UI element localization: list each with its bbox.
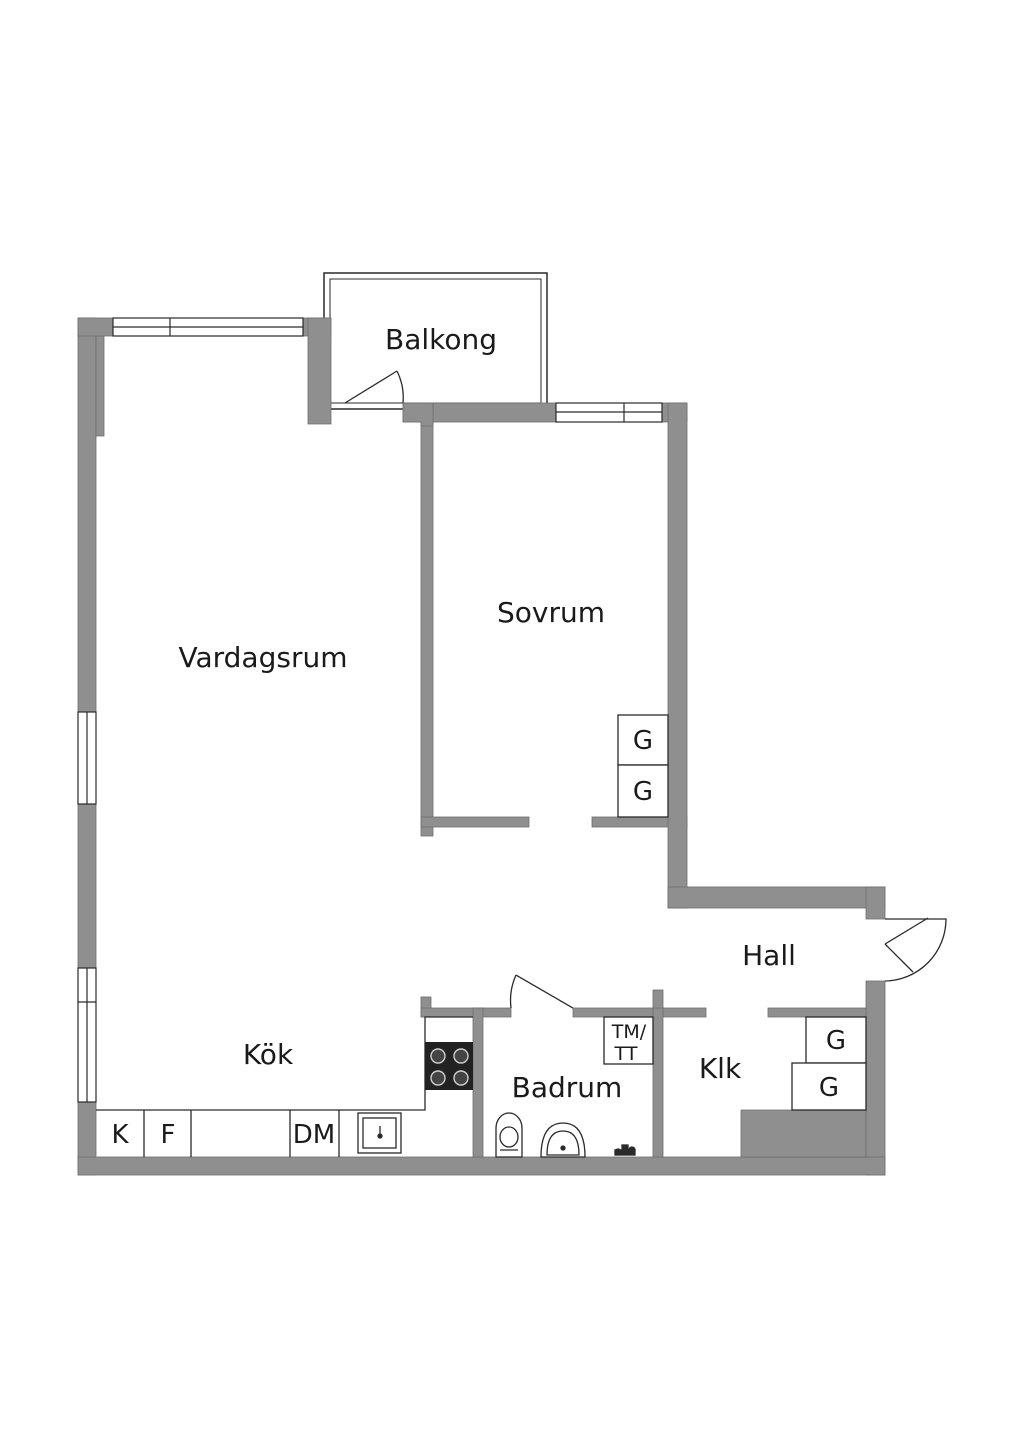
- windows: [77, 317, 663, 1103]
- wall-bath-right: [652, 1007, 664, 1158]
- doors: [344, 370, 947, 1009]
- window-bedroom-top: [555, 402, 663, 423]
- label-klk: Klk: [699, 1052, 742, 1085]
- washer-dryer: [603, 1016, 654, 1065]
- room-labels: Balkong Vardagsrum Sovrum Hall Kök Badru…: [179, 323, 796, 1104]
- wall-hall-right-upper: [865, 886, 886, 920]
- wardrobe-hall-2: [791, 1062, 867, 1111]
- window-kitchen-left: [77, 967, 97, 1103]
- door-balcony: [344, 370, 404, 404]
- label-washer: TM/: [611, 1021, 647, 1043]
- shower-faucet-icon: [614, 1144, 636, 1156]
- label-badrum: Badrum: [512, 1071, 623, 1104]
- balcony: [323, 272, 548, 410]
- wall-bath-top-left-run: [420, 1007, 512, 1018]
- wall-closet-block: [740, 1109, 867, 1158]
- bathroom-fixtures: [495, 1112, 636, 1158]
- toilet-icon: [495, 1112, 523, 1158]
- kitchen-sink: [357, 1112, 402, 1154]
- wall-left-pier: [95, 335, 105, 437]
- door-bathroom: [509, 974, 574, 1009]
- wall-bottom-exterior: [77, 1156, 886, 1176]
- wall-bath-top-right: [572, 1007, 707, 1018]
- walls: [77, 317, 886, 1176]
- label-wardrobe-hall-1: G: [826, 1026, 846, 1056]
- window-living-left: [77, 711, 97, 805]
- label-dishwasher: DM: [293, 1120, 335, 1150]
- wall-bedroom-right: [667, 402, 688, 909]
- wall-balcony-pier: [307, 317, 332, 425]
- wall-hall-top: [667, 886, 886, 909]
- wardrobe-bedroom-2: [617, 764, 669, 818]
- wall-bedroom-bottom-left: [420, 816, 530, 828]
- label-vardagsrum: Vardagsrum: [179, 641, 348, 674]
- door-entrance: [884, 917, 947, 982]
- wall-hall-right-lower: [865, 980, 886, 1176]
- label-wardrobe-hall-2: G: [819, 1073, 839, 1103]
- wall-bedroom-corner: [402, 402, 434, 427]
- label-freezer: F: [161, 1120, 176, 1150]
- wardrobe-bedroom-1: [617, 714, 669, 766]
- label-dryer: TT: [614, 1043, 638, 1065]
- washbasin-icon: [540, 1122, 586, 1158]
- label-sovrum: Sovrum: [497, 596, 605, 629]
- wall-bedroom-left: [420, 402, 434, 837]
- label-balkong: Balkong: [385, 323, 497, 356]
- wall-closet-top: [767, 1007, 867, 1018]
- label-hall: Hall: [742, 939, 796, 972]
- wardrobes: [617, 714, 867, 1111]
- label-fridge: K: [111, 1120, 129, 1150]
- stove: [425, 1042, 473, 1090]
- fixture-labels: G G G G K F DM TM/ TT: [111, 726, 846, 1150]
- kitchen-counter: [96, 1016, 473, 1157]
- label-wardrobe-bedroom-2: G: [633, 777, 653, 807]
- label-wardrobe-bedroom-1: G: [633, 726, 653, 756]
- window-living-top: [112, 317, 304, 337]
- wall-bath-left: [472, 1007, 484, 1158]
- label-kok: Kök: [243, 1038, 294, 1071]
